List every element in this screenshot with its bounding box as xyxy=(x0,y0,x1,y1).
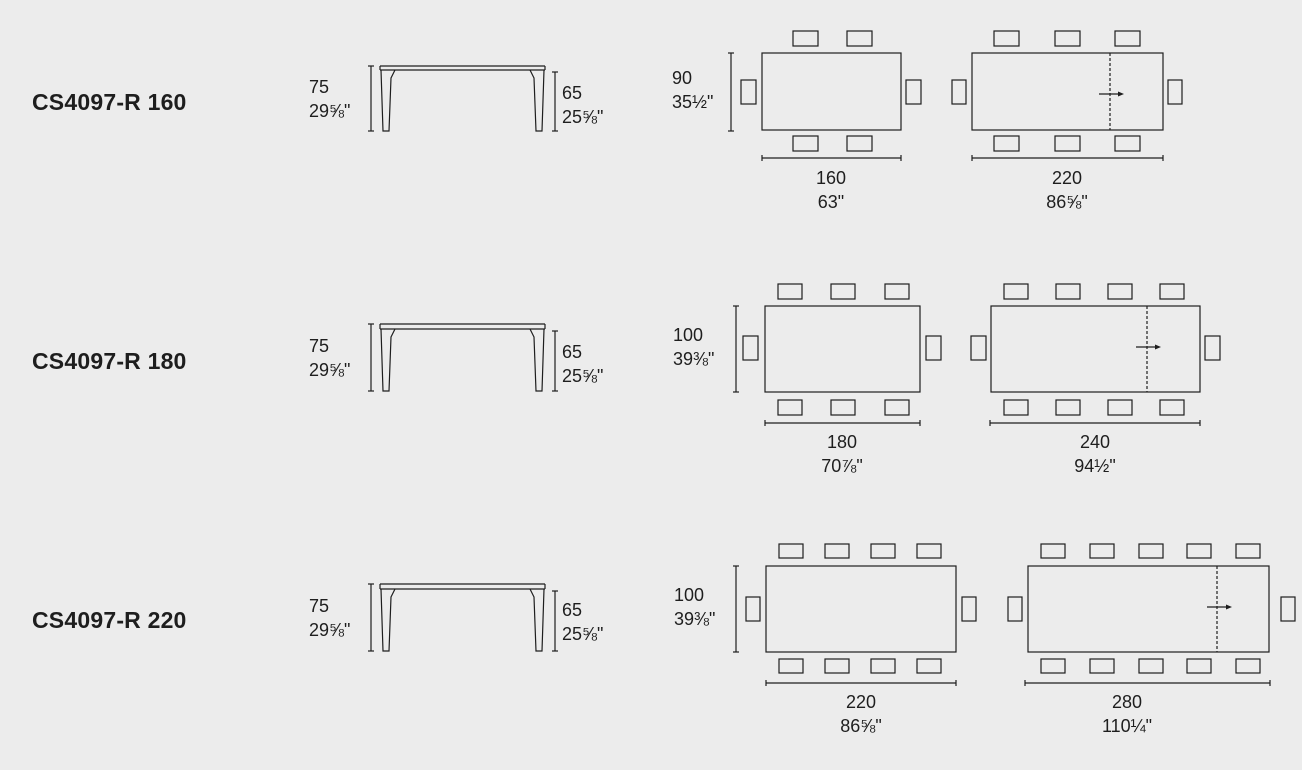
model-name: CS4097-R 180 xyxy=(32,348,187,374)
side-view-220 xyxy=(368,583,558,652)
extended-view-160 xyxy=(951,30,1183,161)
extended-view-220 xyxy=(1007,543,1296,686)
top-view-220 xyxy=(733,543,977,686)
side-view-180 xyxy=(368,323,558,392)
side-view-160 xyxy=(368,65,558,132)
top-view-160 xyxy=(728,30,922,161)
model-name: CS4097-R 160 xyxy=(32,89,187,115)
extended-view-180 xyxy=(970,283,1221,426)
top-view-180 xyxy=(733,283,942,426)
model-name: CS4097-R 220 xyxy=(32,607,187,633)
